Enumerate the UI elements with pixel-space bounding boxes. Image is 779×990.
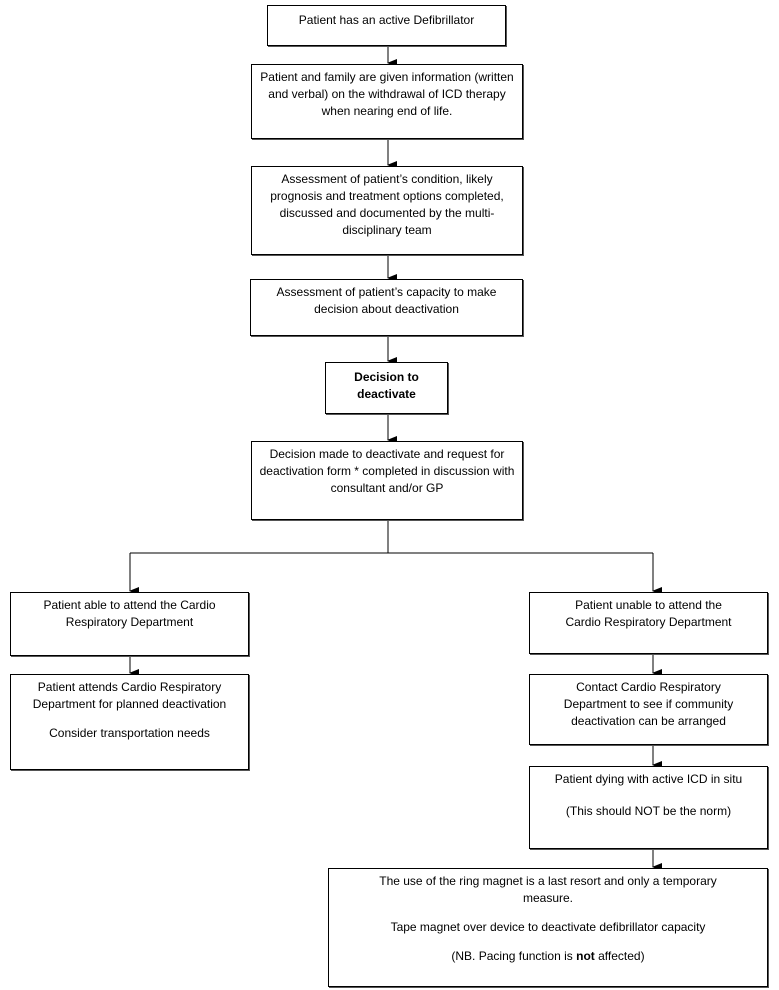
node-text: (NB. Pacing function is not affected) bbox=[451, 949, 645, 963]
node-attends-department: Patient attends Cardio Respiratory Depar… bbox=[10, 674, 249, 770]
node-text: (This should NOT be the norm) bbox=[565, 804, 732, 818]
node-text: The use of the ring magnet is a last res… bbox=[379, 874, 717, 905]
node-text: Assessment of patient’s condition, likel… bbox=[270, 172, 504, 237]
node-assessment-condition: Assessment of patient’s condition, likel… bbox=[251, 166, 523, 255]
node-decision-made: Decision made to deactivate and request … bbox=[251, 441, 523, 520]
node-text: Patient has an active Defibrillator bbox=[298, 13, 475, 27]
node-text: Patient able to attend the Cardio Respir… bbox=[43, 598, 216, 629]
node-able-to-attend: Patient able to attend the Cardio Respir… bbox=[10, 592, 249, 656]
node-text: Patient unable to attend the Cardio Resp… bbox=[565, 598, 732, 629]
node-information-given: Patient and family are given information… bbox=[251, 64, 523, 139]
node-text: Tape magnet over device to deactivate de… bbox=[390, 920, 706, 934]
node-decision-to-deactivate: Decision to deactivate bbox=[325, 362, 448, 414]
node-text: Patient and family are given information… bbox=[260, 70, 514, 118]
node-text: Patient attends Cardio Respiratory Depar… bbox=[32, 680, 227, 711]
node-text: Patient dying with active ICD in situ bbox=[554, 772, 743, 786]
node-unable-to-attend: Patient unable to attend the Cardio Resp… bbox=[529, 592, 768, 654]
node-text: Decision to deactivate bbox=[354, 370, 419, 401]
node-text: Assessment of patient’s capacity to make… bbox=[276, 285, 497, 316]
node-dying-with-icd: Patient dying with active ICD in situ (T… bbox=[529, 766, 768, 849]
node-text: Decision made to deactivate and request … bbox=[259, 447, 515, 495]
node-text: Contact Cardio Respiratory Department to… bbox=[563, 680, 734, 728]
node-active-defibrillator: Patient has an active Defibrillator bbox=[267, 5, 506, 46]
node-ring-magnet: The use of the ring magnet is a last res… bbox=[328, 868, 768, 987]
node-contact-department: Contact Cardio Respiratory Department to… bbox=[529, 674, 768, 745]
node-assessment-capacity: Assessment of patient’s capacity to make… bbox=[250, 279, 523, 336]
node-text: Consider transportation needs bbox=[49, 726, 210, 740]
